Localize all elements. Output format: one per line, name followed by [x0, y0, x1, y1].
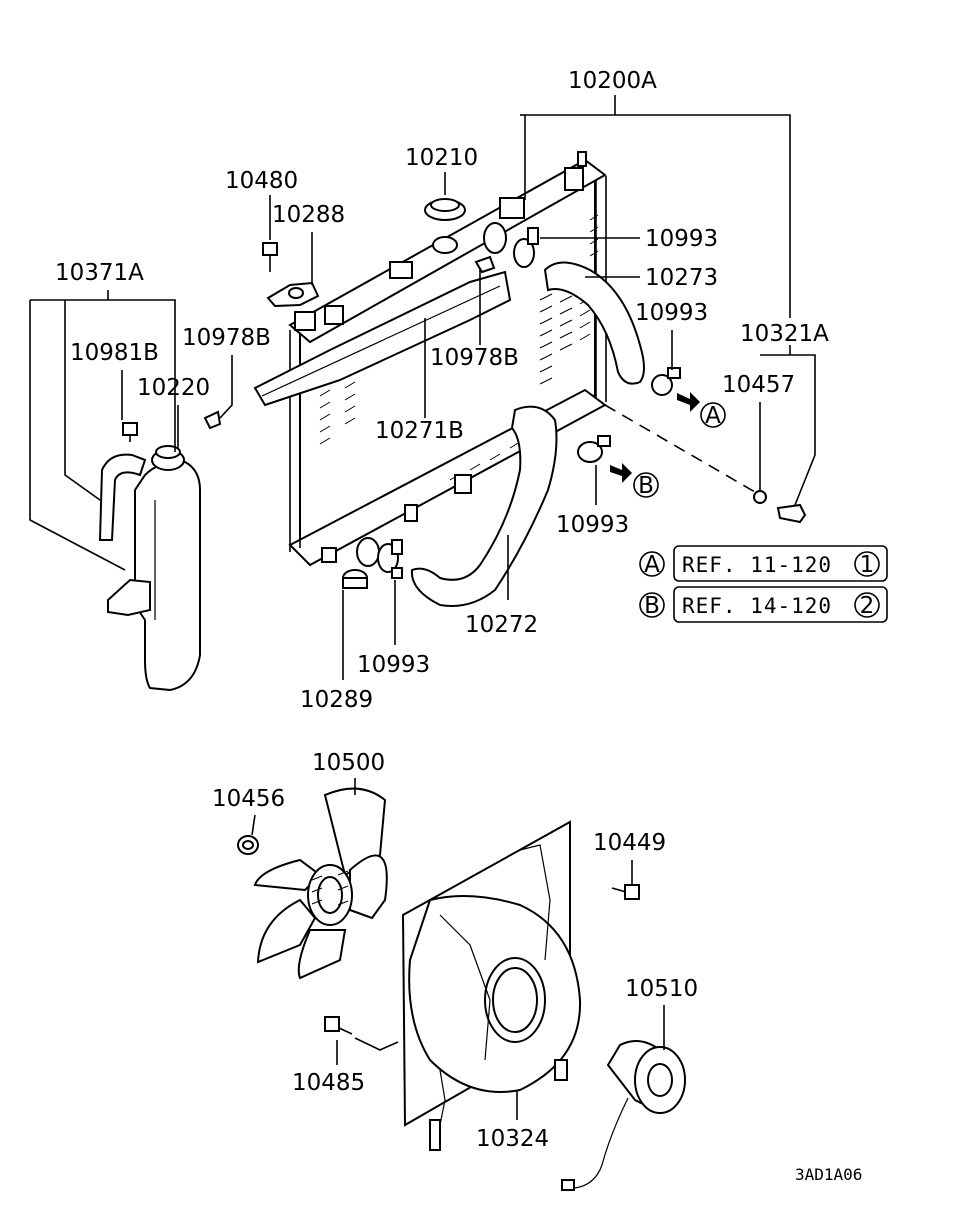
lower-radiator-hose[interactable]	[410, 405, 558, 607]
hose-clamp-bottom[interactable]	[377, 539, 403, 579]
reference-box-b[interactable]: B REF. 14-120 2	[639, 586, 888, 623]
label-10485[interactable]: 10485	[292, 1070, 365, 1096]
reference-text-b: REF. 14-120	[682, 594, 832, 618]
radiator-cap[interactable]	[424, 198, 466, 221]
label-10978B-mid[interactable]: 10978B	[430, 345, 519, 371]
label-10993-bottom[interactable]: 10993	[357, 652, 430, 678]
diagram-code: 3AD1A06	[795, 1165, 862, 1184]
label-10210[interactable]: 10210	[405, 145, 478, 171]
label-10321A[interactable]: 10321A	[740, 321, 829, 347]
overflow-tube[interactable]	[253, 270, 512, 407]
label-10220[interactable]: 10220	[137, 375, 210, 401]
label-10200A[interactable]: 10200A	[568, 68, 657, 94]
label-10480[interactable]: 10480	[225, 168, 298, 194]
label-10500[interactable]: 10500	[312, 750, 385, 776]
label-10978B-left[interactable]: 10978B	[182, 325, 271, 351]
reference-text-a: REF. 11-120	[682, 553, 832, 577]
label-10288[interactable]: 10288	[272, 202, 345, 228]
arrow-to-b: B	[610, 463, 659, 499]
bolt-10480[interactable]	[262, 242, 278, 272]
label-10449[interactable]: 10449	[593, 830, 666, 856]
upper-mount-bracket[interactable]	[266, 281, 320, 308]
label-10289[interactable]: 10289	[300, 687, 373, 713]
washer-10457[interactable]	[753, 490, 767, 504]
fan-motor[interactable]	[561, 1040, 686, 1191]
reference-marker-b: B	[644, 593, 660, 619]
reference-number-1: 1	[860, 552, 875, 578]
hose-clamp-top[interactable]	[513, 227, 539, 268]
part-labels: 10200A 10210 10480 10288 10993 10273 103…	[55, 68, 862, 1184]
label-10993-right[interactable]: 10993	[556, 512, 629, 538]
label-10271B[interactable]: 10271B	[375, 418, 464, 444]
cooling-fan[interactable]	[253, 787, 388, 980]
hose-clamp-right[interactable]	[577, 435, 611, 463]
label-10981B[interactable]: 10981B	[70, 340, 159, 366]
label-10510[interactable]: 10510	[625, 976, 698, 1002]
label-10993-top[interactable]: 10993	[645, 226, 718, 252]
clip-left[interactable]	[203, 410, 222, 430]
bolt-10485[interactable]	[324, 1016, 353, 1035]
nut-10456[interactable]	[237, 835, 259, 855]
lower-mount-insulator[interactable]	[342, 569, 368, 589]
bolt-10321A[interactable]	[776, 503, 807, 524]
fan-shroud[interactable]	[401, 820, 582, 1151]
label-10324[interactable]: 10324	[476, 1126, 549, 1152]
marker-a: A	[705, 403, 721, 429]
reference-marker-a: A	[644, 552, 660, 578]
label-10456[interactable]: 10456	[212, 786, 285, 812]
bolt-10981B[interactable]	[122, 422, 138, 442]
label-10457[interactable]: 10457	[722, 372, 795, 398]
hose-clamp-mid[interactable]	[651, 367, 681, 396]
arrow-to-a: A	[677, 392, 726, 429]
reservoir-tank[interactable]	[98, 453, 201, 692]
label-10272[interactable]: 10272	[465, 612, 538, 638]
label-10273[interactable]: 10273	[645, 265, 718, 291]
reference-box-a[interactable]: A REF. 11-120 1	[639, 545, 888, 582]
label-10371A[interactable]: 10371A	[55, 260, 144, 286]
upper-radiator-hose[interactable]	[543, 261, 645, 385]
marker-b: B	[638, 473, 654, 499]
reference-number-2: 2	[860, 593, 875, 619]
leader-lines	[29, 95, 816, 1120]
label-10993-mid[interactable]: 10993	[635, 300, 708, 326]
bolt-10449[interactable]	[611, 884, 640, 900]
reservoir-cap[interactable]	[151, 445, 185, 471]
